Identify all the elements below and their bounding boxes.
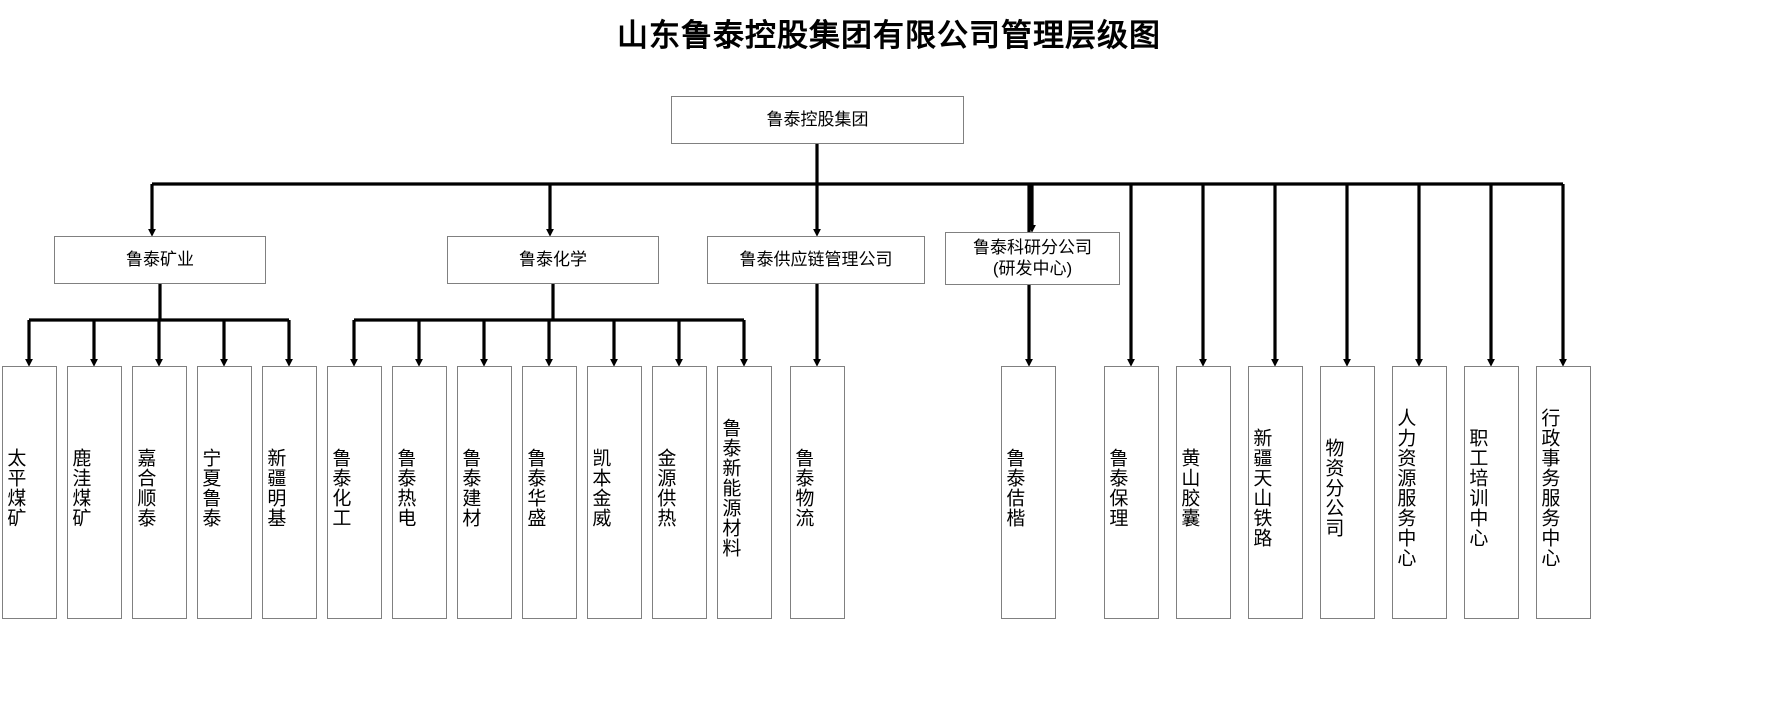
org-node-subsidiary[interactable]: 鲁泰新能源材料: [717, 366, 772, 619]
org-node-subsidiary-label: 鲁泰华盛: [524, 447, 546, 528]
org-node-subsidiary-label: 鹿洼煤矿: [69, 447, 91, 528]
org-node-division-label: 鲁泰科研分公司 (研发中心): [973, 238, 1092, 278]
org-node-subsidiary[interactable]: 鲁泰保理: [1104, 366, 1159, 619]
org-node-subsidiary-label: 鲁泰保理: [1106, 447, 1128, 528]
org-node-division[interactable]: 鲁泰矿业: [54, 236, 266, 284]
org-node-subsidiary[interactable]: 物资分公司: [1320, 366, 1375, 619]
org-node-subsidiary[interactable]: 鲁泰化工: [327, 366, 382, 619]
org-node-subsidiary[interactable]: 宁夏鲁泰: [197, 366, 252, 619]
org-node-root[interactable]: 鲁泰控股集团: [671, 96, 964, 144]
org-node-division-label: 鲁泰矿业: [126, 249, 194, 269]
org-node-subsidiary-label: 鲁泰热电: [394, 447, 416, 528]
org-node-subsidiary[interactable]: 新疆天山铁路: [1248, 366, 1303, 619]
org-node-subsidiary[interactable]: 鲁泰物流: [790, 366, 845, 619]
org-node-subsidiary[interactable]: 太平煤矿: [2, 366, 57, 619]
org-node-subsidiary[interactable]: 人力资源服务中心: [1392, 366, 1447, 619]
org-node-subsidiary[interactable]: 嘉合顺泰: [132, 366, 187, 619]
org-node-subsidiary-label: 嘉合顺泰: [134, 447, 156, 528]
org-node-division[interactable]: 鲁泰科研分公司 (研发中心): [945, 232, 1120, 285]
org-node-subsidiary-label: 鲁泰佶楷: [1003, 447, 1025, 528]
org-node-subsidiary-label: 职工培训中心: [1466, 427, 1488, 548]
org-node-subsidiary-label: 太平煤矿: [4, 447, 26, 528]
org-node-subsidiary[interactable]: 鲁泰热电: [392, 366, 447, 619]
org-node-subsidiary-label: 鲁泰物流: [792, 447, 814, 528]
org-node-subsidiary[interactable]: 鹿洼煤矿: [67, 366, 122, 619]
org-node-subsidiary[interactable]: 行政事务服务中心: [1536, 366, 1591, 619]
org-node-subsidiary[interactable]: 凯本金威: [587, 366, 642, 619]
org-node-subsidiary-label: 人力资源服务中心: [1394, 407, 1416, 568]
org-node-subsidiary-label: 物资分公司: [1322, 437, 1344, 538]
org-node-root-label: 鲁泰控股集团: [766, 109, 869, 129]
org-node-subsidiary-label: 金源供热: [654, 447, 676, 528]
org-node-subsidiary[interactable]: 鲁泰建材: [457, 366, 512, 619]
org-node-subsidiary[interactable]: 鲁泰佶楷: [1001, 366, 1056, 619]
org-node-subsidiary[interactable]: 职工培训中心: [1464, 366, 1519, 619]
org-node-subsidiary[interactable]: 金源供热: [652, 366, 707, 619]
org-node-subsidiary-label: 鲁泰化工: [329, 447, 351, 528]
org-node-subsidiary-label: 新疆明基: [264, 447, 286, 528]
org-node-subsidiary-label: 黄山胶囊: [1178, 447, 1200, 528]
org-node-subsidiary[interactable]: 鲁泰华盛: [522, 366, 577, 619]
org-node-division[interactable]: 鲁泰化学: [447, 236, 659, 284]
org-node-subsidiary[interactable]: 黄山胶囊: [1176, 366, 1231, 619]
org-node-subsidiary[interactable]: 新疆明基: [262, 366, 317, 619]
org-node-subsidiary-label: 行政事务服务中心: [1538, 407, 1560, 568]
org-node-subsidiary-label: 鲁泰建材: [459, 447, 481, 528]
page-title: 山东鲁泰控股集团有限公司管理层级图: [617, 18, 1161, 53]
org-node-division-label: 鲁泰化学: [519, 249, 587, 269]
org-node-subsidiary-label: 鲁泰新能源材料: [719, 417, 741, 558]
org-node-subsidiary-label: 凯本金威: [589, 447, 611, 528]
org-node-subsidiary-label: 新疆天山铁路: [1250, 427, 1272, 548]
org-node-division[interactable]: 鲁泰供应链管理公司: [707, 236, 925, 284]
org-node-division-label: 鲁泰供应链管理公司: [739, 249, 893, 269]
org-node-subsidiary-label: 宁夏鲁泰: [199, 447, 221, 528]
